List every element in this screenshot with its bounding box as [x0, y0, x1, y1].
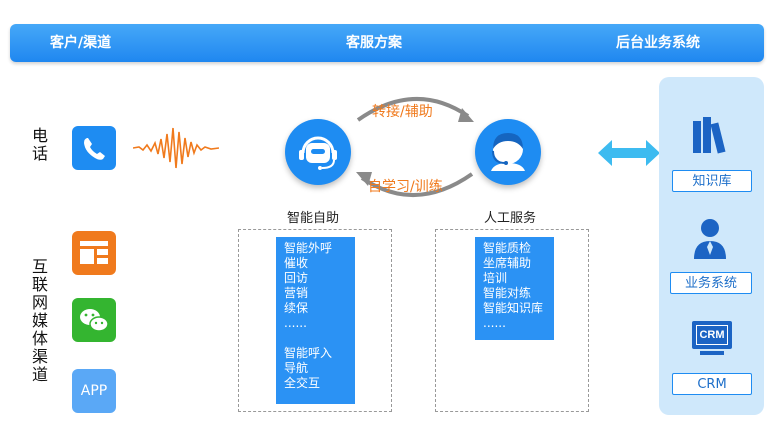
web-portal-icon [72, 231, 116, 275]
list-item: 回访 [284, 271, 309, 285]
app-icon-label: APP [80, 383, 108, 399]
human-service-feature-list: 智能质检 坐席辅助 培训 智能对练 智能知识库 ...... [475, 237, 554, 340]
books-icon [693, 117, 726, 154]
internet-channel-label: 互联网媒体渠道 [29, 258, 48, 384]
self-service-feature-list: 智能外呼 催收 回访 营销 续保 ...... 智能呼入 导航 全交互 [276, 237, 355, 404]
self-service-label: 智能自助 [287, 211, 340, 226]
knowledge-base-button[interactable]: 知识库 [672, 170, 752, 192]
human-service-box [435, 229, 589, 412]
list-item: 智能外呼 [284, 241, 333, 255]
human-service-label: 人工服务 [484, 211, 537, 226]
crm-monitor-icon: CRM [692, 321, 732, 355]
double-arrow-icon [598, 140, 660, 166]
list-item: 营销 [284, 286, 309, 300]
cycle-arrows-icon [356, 97, 474, 197]
crm-button[interactable]: CRM [672, 373, 752, 395]
phone-channel-label: 电话 [29, 127, 48, 163]
voice-waveform-icon [133, 127, 219, 169]
business-system-button[interactable]: 业务系统 [670, 272, 752, 294]
header-backend-system: 后台业务系统 [616, 35, 700, 51]
list-item: 培训 [483, 271, 508, 285]
list-spacer [284, 331, 347, 346]
transfer-assist-label: 转接/辅助 [372, 104, 433, 120]
self-service-box [238, 229, 392, 412]
list-item: 催收 [284, 256, 309, 270]
list-item: ...... [284, 316, 307, 330]
business-person-icon [694, 219, 726, 259]
app-icon: APP [72, 369, 116, 413]
crm-icon-text: CRM [696, 325, 728, 345]
list-item: 智能质检 [483, 241, 532, 255]
list-item: 智能知识库 [483, 301, 544, 315]
list-item: 续保 [284, 301, 309, 315]
phone-icon [72, 126, 116, 170]
list-item: 坐席辅助 [483, 256, 532, 270]
list-item: 智能呼入 [284, 346, 333, 360]
list-item: ...... [483, 316, 506, 330]
header-service-solution: 客服方案 [346, 35, 402, 51]
wechat-icon [72, 298, 116, 342]
list-item: 全交互 [284, 376, 321, 390]
robot-agent-icon [285, 119, 351, 185]
header-bar: 客户/渠道 客服方案 后台业务系统 [10, 24, 764, 62]
list-item: 智能对练 [483, 286, 532, 300]
list-item: 导航 [284, 361, 309, 375]
human-agent-icon [475, 119, 541, 185]
self-learning-label: 自学习/训练 [368, 179, 443, 195]
header-customer-channel: 客户/渠道 [50, 35, 112, 51]
